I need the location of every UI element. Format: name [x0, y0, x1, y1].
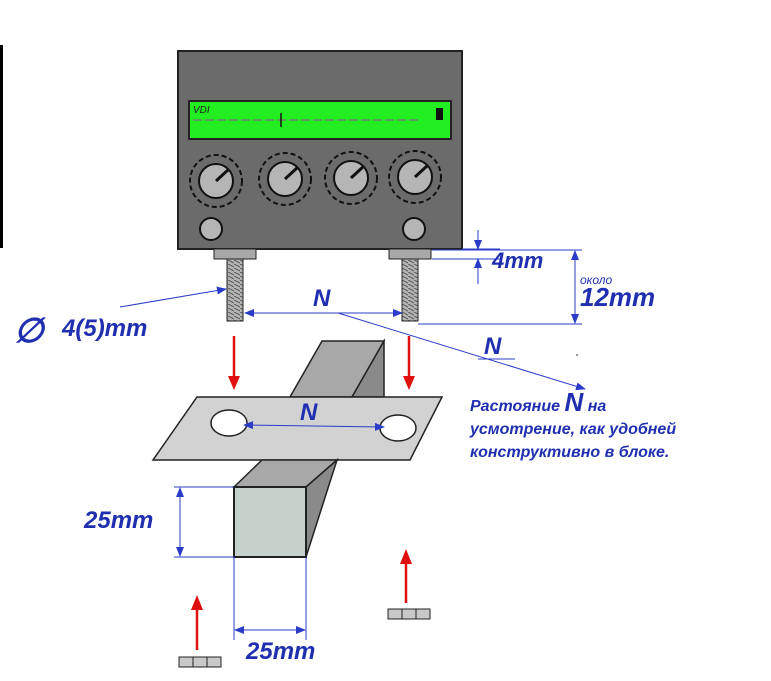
left-edge-bar [0, 45, 3, 248]
battery-icon [436, 108, 443, 120]
offset-distance-label: N [484, 333, 502, 360]
knob-4[interactable] [388, 150, 442, 204]
base-segments-left [178, 656, 222, 668]
plate-distance-line [243, 421, 385, 431]
stray-dot [576, 354, 578, 356]
button-right[interactable] [402, 217, 426, 241]
bolt-right [388, 248, 432, 322]
note-line1-symbol: N [564, 387, 584, 417]
base-segments-right [387, 608, 431, 620]
diameter-symbol: ∅ [14, 312, 47, 350]
up-arrow-right [400, 549, 412, 603]
bolt-distance-label: N [313, 285, 331, 312]
beam-lower [232, 457, 340, 558]
plate-hole-left [210, 409, 248, 437]
diameter-leader [119, 286, 227, 308]
note-line1-after: на [588, 398, 607, 415]
beam-height-label: 25mm [83, 507, 153, 534]
button-left[interactable] [199, 217, 223, 241]
note-text: Растояние N на усмотрение, как удобней к… [469, 387, 676, 461]
detector-unit: VDI [177, 50, 463, 250]
note-line3: конструктивно в блоке. [470, 444, 669, 461]
bolt-length-label: 12mm [580, 282, 655, 312]
knob-3[interactable] [324, 151, 378, 205]
beam-width-label: 25mm [245, 638, 315, 665]
gap-height-label: 4mm [491, 248, 543, 273]
bolt-left [213, 248, 257, 322]
note-line2: усмотрение, как удобней [469, 421, 676, 438]
insert-arrow-left [228, 336, 240, 390]
plate-distance-label: N [300, 399, 318, 426]
plate-hole-right [379, 414, 417, 442]
diameter-value: 4(5)mm [61, 315, 147, 342]
beam-upper [288, 338, 386, 398]
knob-1[interactable] [189, 154, 243, 208]
device-case [177, 50, 463, 250]
display-label: VDI [193, 105, 210, 116]
offset-leader [337, 312, 586, 391]
svg-text:Растояние N на: Растояние N на [470, 387, 606, 417]
up-arrow-left [191, 595, 203, 650]
note-line1-before: Растояние [470, 398, 560, 415]
knob-2[interactable] [258, 152, 312, 206]
insert-arrow-right [403, 336, 415, 390]
beam-front-face [233, 486, 307, 558]
approx-label: около [580, 273, 613, 287]
